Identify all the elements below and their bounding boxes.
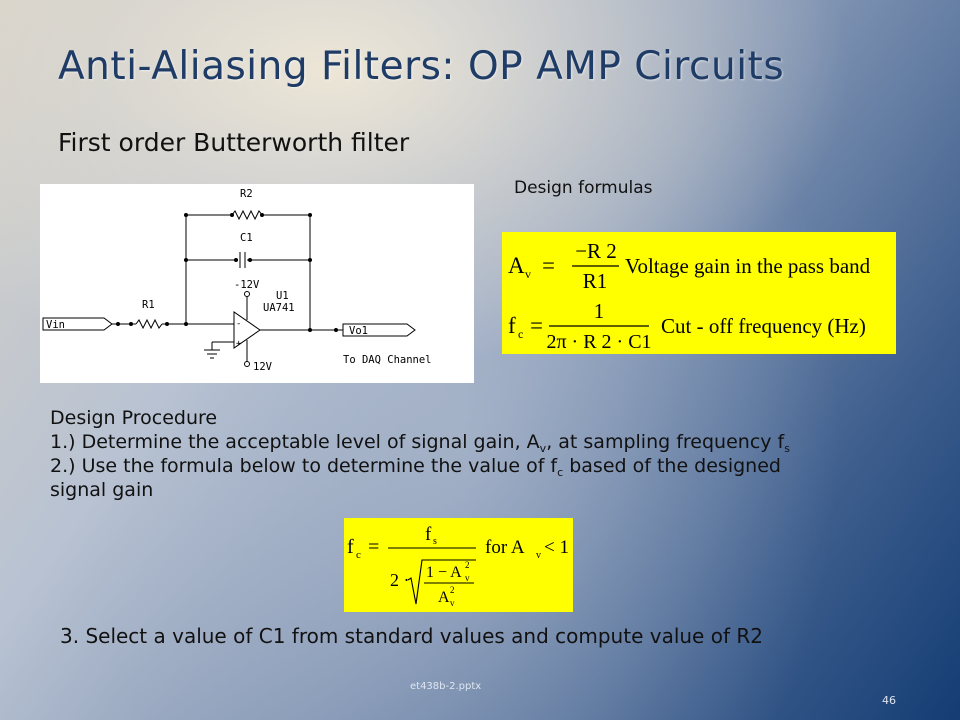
fc-inner-den-sq: 2 [450,585,455,595]
fc-two: 2 · [390,570,410,590]
fc-inner-denominator: A [438,589,450,606]
pos-supply-label: 12V [253,361,273,373]
c1-label: C1 [240,232,253,244]
circuit-schematic: R2 C1 R1 -12V U1 UA741 Vin Vo1 To DAQ Ch… [42,188,432,373]
r2-label: R2 [240,188,253,200]
gain-symbol-sub: v [525,267,531,281]
procedure-step-2-line-2: signal gain [50,479,154,501]
neg-supply-label: -12V [234,279,260,291]
gain-cutoff-formulas: A v = −R 2 R1 Voltage gain in the pass b… [508,239,871,353]
gain-symbol: A [508,253,525,278]
minus-sign: - [236,319,241,329]
cutoff-design-formula: f c = f s 2 · 1 − A 2 v A 2 v for A v < … [347,524,569,608]
cutoff-symbol: f [508,313,516,338]
footer-filename: et438b-2.pptx [410,681,482,692]
fc-symbol: f [347,536,354,558]
slide-subtitle: First order Butterworth filter [58,128,410,157]
fc-symbol-sub: c [356,549,361,561]
cutoff-symbol-sub: c [518,327,523,341]
fc-numerator: f [425,524,432,545]
destination-label: To DAQ Channel [343,354,432,366]
design-procedure: Design Procedure 1.) Determine the accep… [50,406,940,502]
fc-equals: = [368,536,379,558]
opamp-ref-label: U1 [276,290,289,302]
gain-numerator: −R 2 [575,239,617,263]
procedure-heading: Design Procedure [50,407,218,429]
output-label: Vo1 [349,325,368,337]
cutoff-design-formula-box: f c = f s 2 · 1 − A 2 v A 2 v for A v < … [344,518,573,612]
cutoff-numerator: 1 [594,299,605,323]
cutoff-description: Cut - off frequency (Hz) [661,314,866,338]
cutoff-equals: = [530,313,543,338]
fc-inner-numerator: 1 − A [426,564,462,581]
page-number: 46 [882,694,896,707]
cutoff-denominator: 2π · R 2 · C1 [546,331,651,353]
gain-description: Voltage gain in the pass band [625,254,871,278]
opamp-model-label: UA741 [263,302,295,314]
gain-denominator: R1 [583,269,608,293]
fc-inner-den-sub: v [450,598,455,608]
gain-equals: = [542,253,555,278]
fc-condition-sub: v [536,550,541,561]
fc-inner-num-sq: 2 [465,560,470,570]
slide-title: Anti-Aliasing Filters: OP AMP Circuits [58,44,785,89]
procedure-step-3: 3. Select a value of C1 from standard va… [60,624,763,648]
input-label: Vin [46,319,65,331]
design-formulas-label: Design formulas [514,178,653,198]
plus-sign: + [236,339,242,349]
r1-label: R1 [142,299,155,311]
fc-condition-rel: < 1 [544,537,569,558]
fc-condition: for A [485,537,525,558]
procedure-step-2: 2.) Use the formula below to determine t… [50,455,781,479]
fc-inner-num-sub: v [465,573,470,583]
formula-box: A v = −R 2 R1 Voltage gain in the pass b… [502,232,896,354]
fc-numerator-sub: s [433,536,437,547]
circuit-diagram: R2 C1 R1 -12V U1 UA741 Vin Vo1 To DAQ Ch… [40,184,474,383]
procedure-step-1: 1.) Determine the acceptable level of si… [50,431,790,455]
